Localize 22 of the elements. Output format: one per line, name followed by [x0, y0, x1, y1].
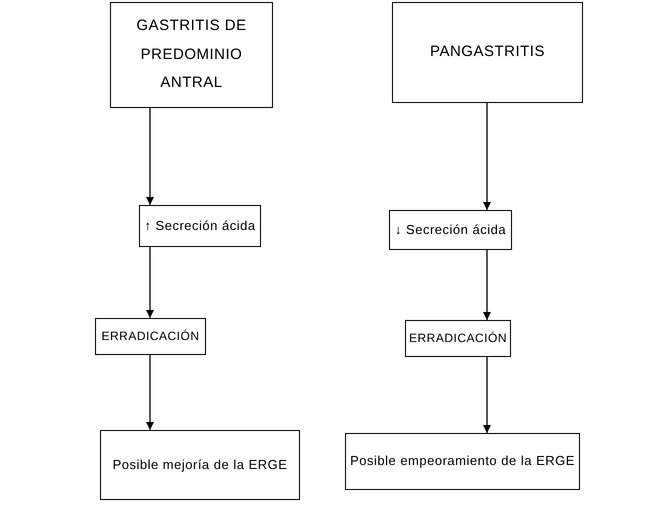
box-label: Posible empeoramiento de la ERGE	[350, 452, 575, 470]
arrow	[483, 103, 491, 210]
box-label: Posible mejoría de la ERGE	[112, 456, 288, 474]
arrow	[146, 108, 154, 205]
box-label: ERRADICACIÓN	[101, 328, 200, 346]
process-box	[392, 2, 583, 103]
process-box	[95, 318, 206, 355]
arrow	[483, 357, 491, 433]
box-label: ↑ Secreción ácida	[144, 216, 256, 235]
process-box	[110, 2, 273, 108]
process-box	[405, 320, 511, 357]
arrow	[146, 355, 154, 430]
arrow	[146, 247, 154, 318]
box-label: ERRADICACIÓN	[408, 330, 507, 348]
process-box	[345, 433, 580, 490]
process-box	[389, 210, 512, 250]
box-label: GASTRITIS DE PREDOMINIO ANTRAL	[135, 16, 248, 94]
arrow	[483, 250, 491, 320]
box-label: ↓ Secreción ácida	[394, 220, 506, 239]
process-box	[100, 430, 300, 500]
process-box	[139, 205, 261, 247]
box-label: PANGASTRITIS	[430, 42, 545, 62]
